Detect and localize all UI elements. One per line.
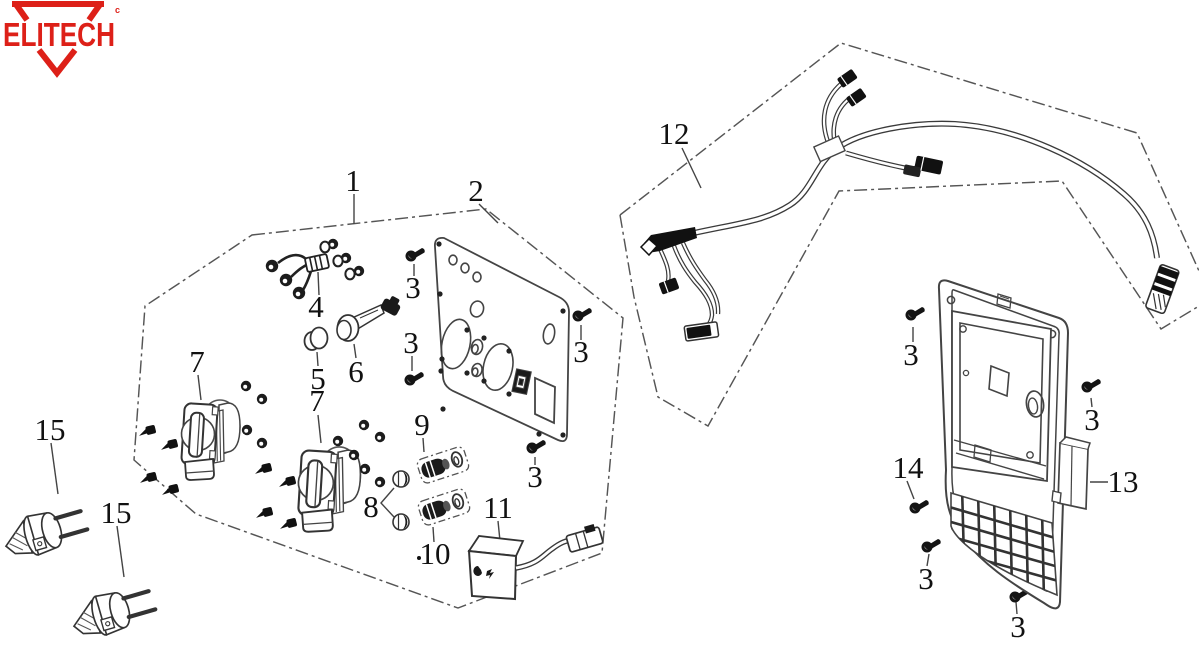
svg-text:8: 8	[363, 489, 379, 524]
svg-text:15: 15	[35, 412, 66, 447]
svg-text:6: 6	[348, 354, 364, 389]
svg-text:c: c	[115, 5, 120, 15]
svg-text:5: 5	[310, 361, 326, 396]
svg-text:4: 4	[308, 289, 324, 324]
svg-text:3: 3	[527, 459, 543, 494]
svg-text:1: 1	[345, 163, 361, 198]
svg-text:3: 3	[403, 325, 419, 360]
svg-text:9: 9	[414, 407, 430, 442]
svg-text:10: 10	[420, 536, 451, 571]
svg-text:3: 3	[903, 337, 919, 372]
svg-text:ELITECH: ELITECH	[3, 16, 115, 53]
svg-text:7: 7	[189, 344, 205, 379]
svg-text:13: 13	[1108, 464, 1139, 499]
svg-text:3: 3	[1010, 609, 1026, 644]
svg-text:3: 3	[405, 270, 421, 305]
svg-text:12: 12	[659, 116, 690, 151]
svg-text:15: 15	[101, 495, 132, 530]
svg-text:11: 11	[483, 490, 513, 525]
svg-text:7: 7	[309, 383, 325, 418]
svg-text:14: 14	[893, 450, 925, 485]
svg-text:3: 3	[573, 334, 589, 369]
svg-text:2: 2	[468, 173, 484, 208]
svg-text:3: 3	[918, 561, 934, 596]
svg-text:3: 3	[1084, 402, 1100, 437]
